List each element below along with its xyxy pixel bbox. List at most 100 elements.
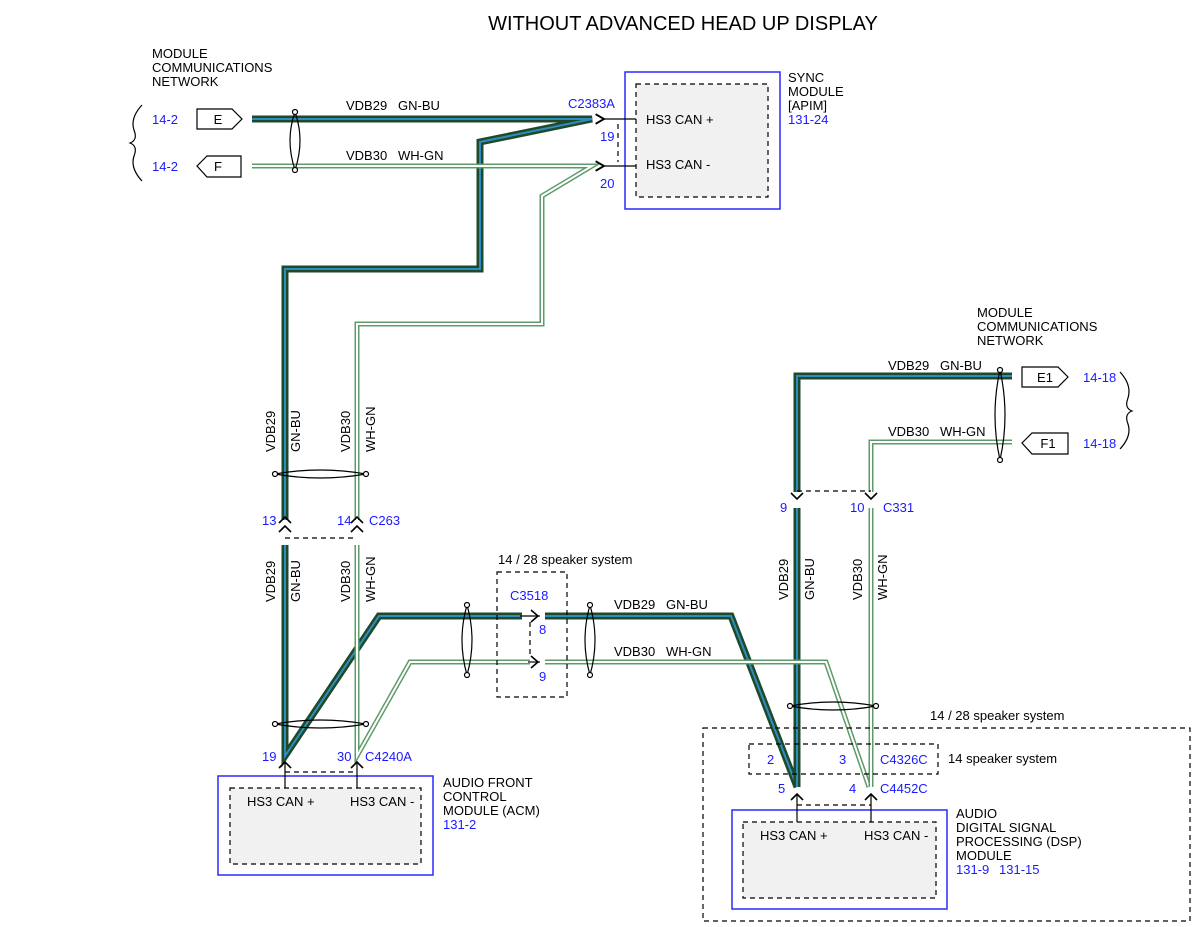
c263-pin-13: 13 [262, 513, 276, 528]
acm-name-2: CONTROL [443, 789, 507, 804]
connector-e1[interactable] [1021, 366, 1069, 388]
wire-label-whgn-right: WH-GN [940, 424, 986, 439]
c331-pin-9: 9 [780, 500, 787, 515]
wire-label-vdb30-mid: VDB30 [614, 644, 655, 659]
dsp-name-2: DIGITAL SIGNAL [956, 820, 1056, 835]
c3518-pin-8: 8 [539, 622, 546, 637]
c3518-caption: 14 / 28 speaker system [498, 552, 632, 567]
sync-connector: C2383A [568, 96, 615, 111]
wire-label-gnbu-right: GN-BU [940, 358, 982, 373]
c3518-connector: C3518 [510, 588, 548, 603]
wire-vdb30-wh-gn [252, 163, 1012, 788]
wire-label-vdb29-v1: VDB29 [263, 411, 278, 452]
wire-label-vdb29-top: VDB29 [346, 98, 387, 113]
wire-label-gnbu-v2: GN-BU [288, 560, 303, 602]
connector-f-ref: 14-2 [152, 159, 178, 174]
c4326c-connector: C4326C [880, 752, 928, 767]
connector-f1-label: F1 [1040, 436, 1055, 451]
sync-name-3: [APIM] [788, 98, 827, 113]
dsp-name-4: MODULE [956, 848, 1012, 863]
c4326c-pin-2: 2 [767, 752, 774, 767]
connector-c4326c[interactable] [748, 743, 939, 775]
connector-f1-ref: 14-18 [1083, 436, 1116, 451]
c4326c-pin-3: 3 [839, 752, 846, 767]
svg-text:COMMUNICATIONS: COMMUNICATIONS [152, 60, 273, 75]
c3518-pin-9: 9 [539, 669, 546, 684]
sync-ref: 131-24 [788, 112, 828, 127]
wire-label-vdb30-v2: VDB30 [338, 561, 353, 602]
diagram-title: WITHOUT ADVANCED HEAD UP DISPLAY [488, 13, 878, 35]
network-label-left: MODULE COMMUNICATIONS NETWORK [152, 46, 273, 89]
connector-c3518[interactable] [496, 571, 568, 698]
c331-connector: C331 [883, 500, 914, 515]
wire-label-whgn-top: WH-GN [398, 148, 444, 163]
wire-label-whgn-v2: WH-GN [363, 557, 378, 603]
acm-name-3: MODULE (ACM) [443, 803, 540, 818]
connector-c331[interactable] [790, 490, 878, 501]
c263-connector: C263 [369, 513, 400, 528]
dsp-name-1: AUDIO [956, 806, 997, 821]
connector-c263[interactable] [278, 515, 364, 539]
wire-label-vdb29-mid: VDB29 [614, 597, 655, 612]
sync-module[interactable]: HS3 CAN + HS3 CAN - [595, 71, 781, 210]
connector-f[interactable] [196, 155, 242, 178]
connector-e-label: E [214, 112, 223, 127]
dsp-module[interactable]: HS3 CAN + HS3 CAN - [731, 792, 948, 910]
acm-connector: C4240A [365, 749, 412, 764]
dsp-can-plus: HS3 CAN + [760, 828, 828, 843]
wire-label-vdb30-top: VDB30 [346, 148, 387, 163]
dsp-can-minus: HS3 CAN - [864, 828, 928, 843]
wire-label-gnbu-v3: GN-BU [802, 558, 817, 600]
twisted-pair-markers [271, 108, 1006, 729]
dsp-name-3: PROCESSING (DSP) [956, 834, 1082, 849]
dsp-ref-2: 131-15 [999, 862, 1039, 877]
c263-pin-14: 14 [337, 513, 351, 528]
sync-can-minus: HS3 CAN - [646, 157, 710, 172]
svg-text:NETWORK: NETWORK [152, 74, 219, 89]
connector-e[interactable] [196, 108, 243, 130]
acm-can-plus: HS3 CAN + [247, 794, 315, 809]
c4326c-caption: 14 speaker system [948, 751, 1057, 766]
sync-name-1: SYNC [788, 70, 824, 85]
sync-pin-19: 19 [600, 129, 614, 144]
dsp-pin-5: 5 [778, 781, 785, 796]
svg-text:MODULE: MODULE [152, 46, 208, 61]
wire-label-gnbu-v1: GN-BU [288, 410, 303, 452]
network-label-right: MODULE COMMUNICATIONS NETWORK [977, 305, 1098, 348]
c331-pin-10: 10 [850, 500, 864, 515]
wire-label-vdb30-v3: VDB30 [850, 559, 865, 600]
acm-module[interactable]: HS3 CAN + HS3 CAN - [217, 760, 434, 876]
acm-can-minus: HS3 CAN - [350, 794, 414, 809]
sync-name-2: MODULE [788, 84, 844, 99]
acm-pin-19: 19 [262, 749, 276, 764]
dsp-connector: C4452C [880, 781, 928, 796]
dsp-region-caption: 14 / 28 speaker system [930, 708, 1064, 723]
right-brace [1119, 371, 1134, 450]
dsp-region [702, 727, 1191, 922]
sync-can-plus: HS3 CAN + [646, 112, 714, 127]
left-brace [128, 104, 143, 182]
wire-label-vdb29-v2: VDB29 [263, 561, 278, 602]
wire-label-gnbu-mid: GN-BU [666, 597, 708, 612]
wire-label-whgn-mid: WH-GN [666, 644, 712, 659]
acm-name-1: AUDIO FRONT [443, 775, 533, 790]
wire-label-vdb30-v1: VDB30 [338, 411, 353, 452]
svg-text:COMMUNICATIONS: COMMUNICATIONS [977, 319, 1098, 334]
wire-label-vdb29-v3: VDB29 [776, 559, 791, 600]
connector-f1[interactable] [1021, 432, 1069, 455]
connector-e-ref: 14-2 [152, 112, 178, 127]
acm-pin-30: 30 [337, 749, 351, 764]
wire-label-whgn-v1: WH-GN [363, 407, 378, 453]
wire-label-gnbu-top: GN-BU [398, 98, 440, 113]
svg-text:MODULE: MODULE [977, 305, 1033, 320]
wire-label-whgn-v3: WH-GN [875, 555, 890, 601]
connector-e1-label: E1 [1037, 370, 1053, 385]
dsp-ref-1: 131-9 [956, 862, 989, 877]
connector-e1-ref: 14-18 [1083, 370, 1116, 385]
wire-vdb29-gn-bu [252, 115, 1012, 789]
dsp-pin-4: 4 [849, 781, 856, 796]
connector-f-label: F [214, 159, 222, 174]
acm-ref: 131-2 [443, 817, 476, 832]
wire-label-vdb30-right: VDB30 [888, 424, 929, 439]
